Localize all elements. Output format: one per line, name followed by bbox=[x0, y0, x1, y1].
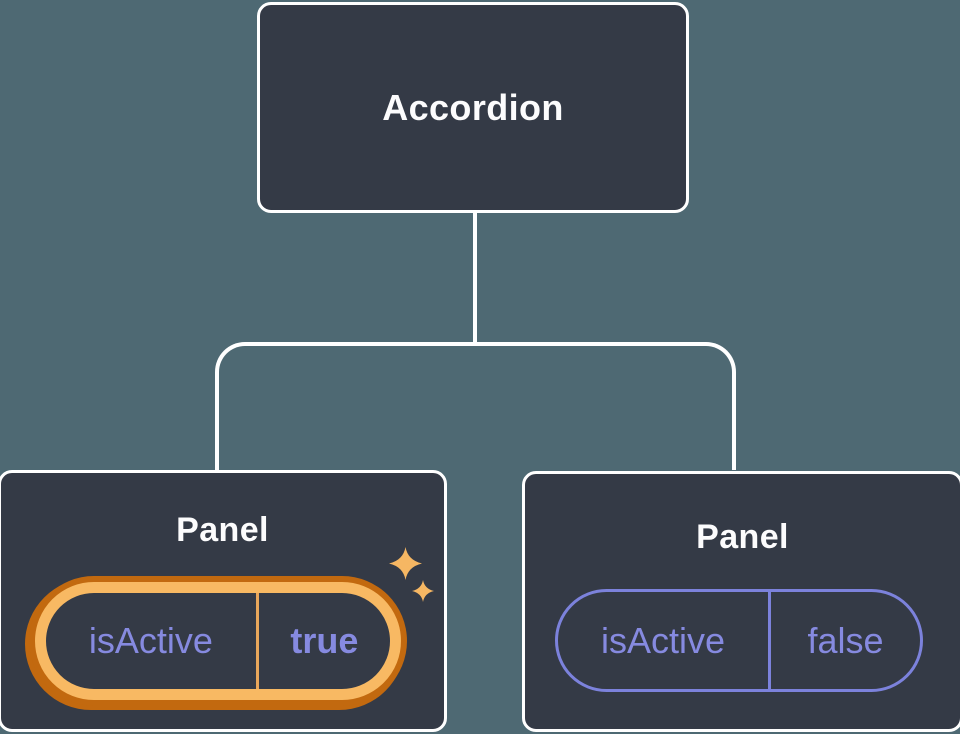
sparkle-icon bbox=[412, 580, 434, 602]
prop-pill-active: isActive true bbox=[35, 582, 401, 700]
panel-node-inactive: Panel isActive false bbox=[522, 471, 960, 732]
prop-value-label: true bbox=[290, 620, 359, 661]
panel-title: Panel bbox=[696, 518, 789, 556]
accordion-node: Accordion bbox=[257, 2, 689, 213]
branch-connector-bracket bbox=[215, 342, 736, 470]
root-connector-line bbox=[473, 212, 477, 346]
sparkle-icon bbox=[389, 547, 422, 580]
panel-title: Panel bbox=[176, 511, 269, 549]
prop-name-label: isActive bbox=[600, 619, 725, 661]
pill-divider bbox=[255, 593, 259, 689]
panel-node-active: Panel isActive true bbox=[0, 470, 447, 732]
prop-name-label: isActive bbox=[88, 620, 213, 661]
prop-pill-inactive: isActive false bbox=[555, 589, 923, 692]
pill-divider bbox=[767, 592, 771, 689]
prop-value-label: false bbox=[807, 619, 884, 661]
accordion-node-label: Accordion bbox=[382, 86, 564, 128]
